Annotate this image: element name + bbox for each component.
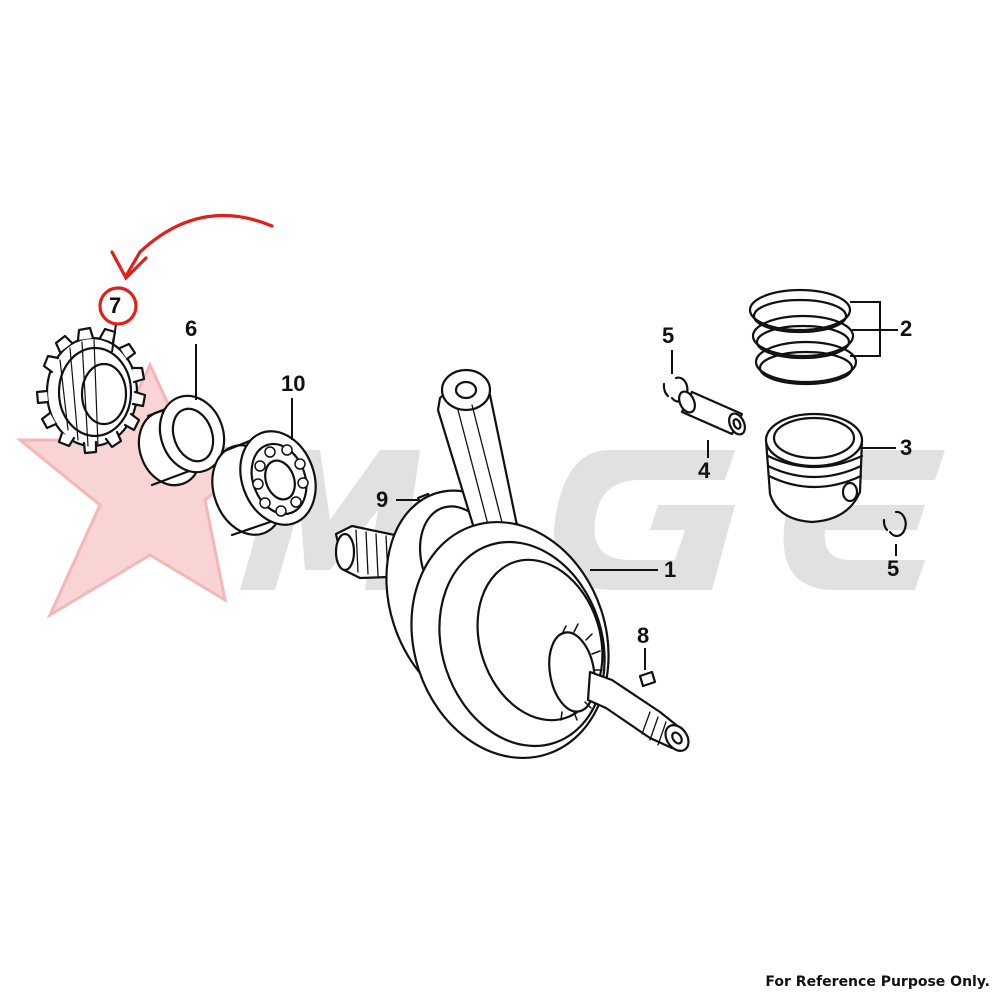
bush-part (137, 394, 228, 487)
callout-8: 8 (637, 623, 650, 648)
callout-5-right: 5 (887, 556, 900, 581)
callout-9: 9 (376, 487, 389, 512)
bearing-part (211, 430, 317, 537)
key-part-8 (638, 670, 657, 688)
reference-disclaimer: For Reference Purpose Only. (765, 974, 990, 990)
callout-1: 1 (664, 557, 677, 582)
leader-7 (111, 323, 117, 353)
circlip-part-right (882, 510, 907, 537)
callout-2: 2 (900, 316, 913, 341)
leader-lines (111, 301, 898, 670)
highlight-arrowhead-icon (110, 250, 148, 281)
callout-7: 7 (109, 293, 122, 318)
piston-pin-part (678, 390, 746, 436)
gear-part (35, 326, 147, 455)
piston-rings-part (748, 288, 858, 386)
callout-6: 6 (185, 316, 198, 341)
callout-4: 4 (698, 458, 711, 483)
highlight-arrow-icon (124, 214, 274, 278)
highlight-marker (98, 214, 274, 326)
crankshaft-part (334, 368, 690, 760)
highlight-circle-icon (98, 286, 138, 326)
piston-part (764, 412, 864, 524)
callout-3: 3 (900, 435, 913, 460)
leader-2 (850, 301, 898, 357)
callout-10: 10 (281, 371, 306, 396)
callout-5-top: 5 (662, 323, 675, 348)
